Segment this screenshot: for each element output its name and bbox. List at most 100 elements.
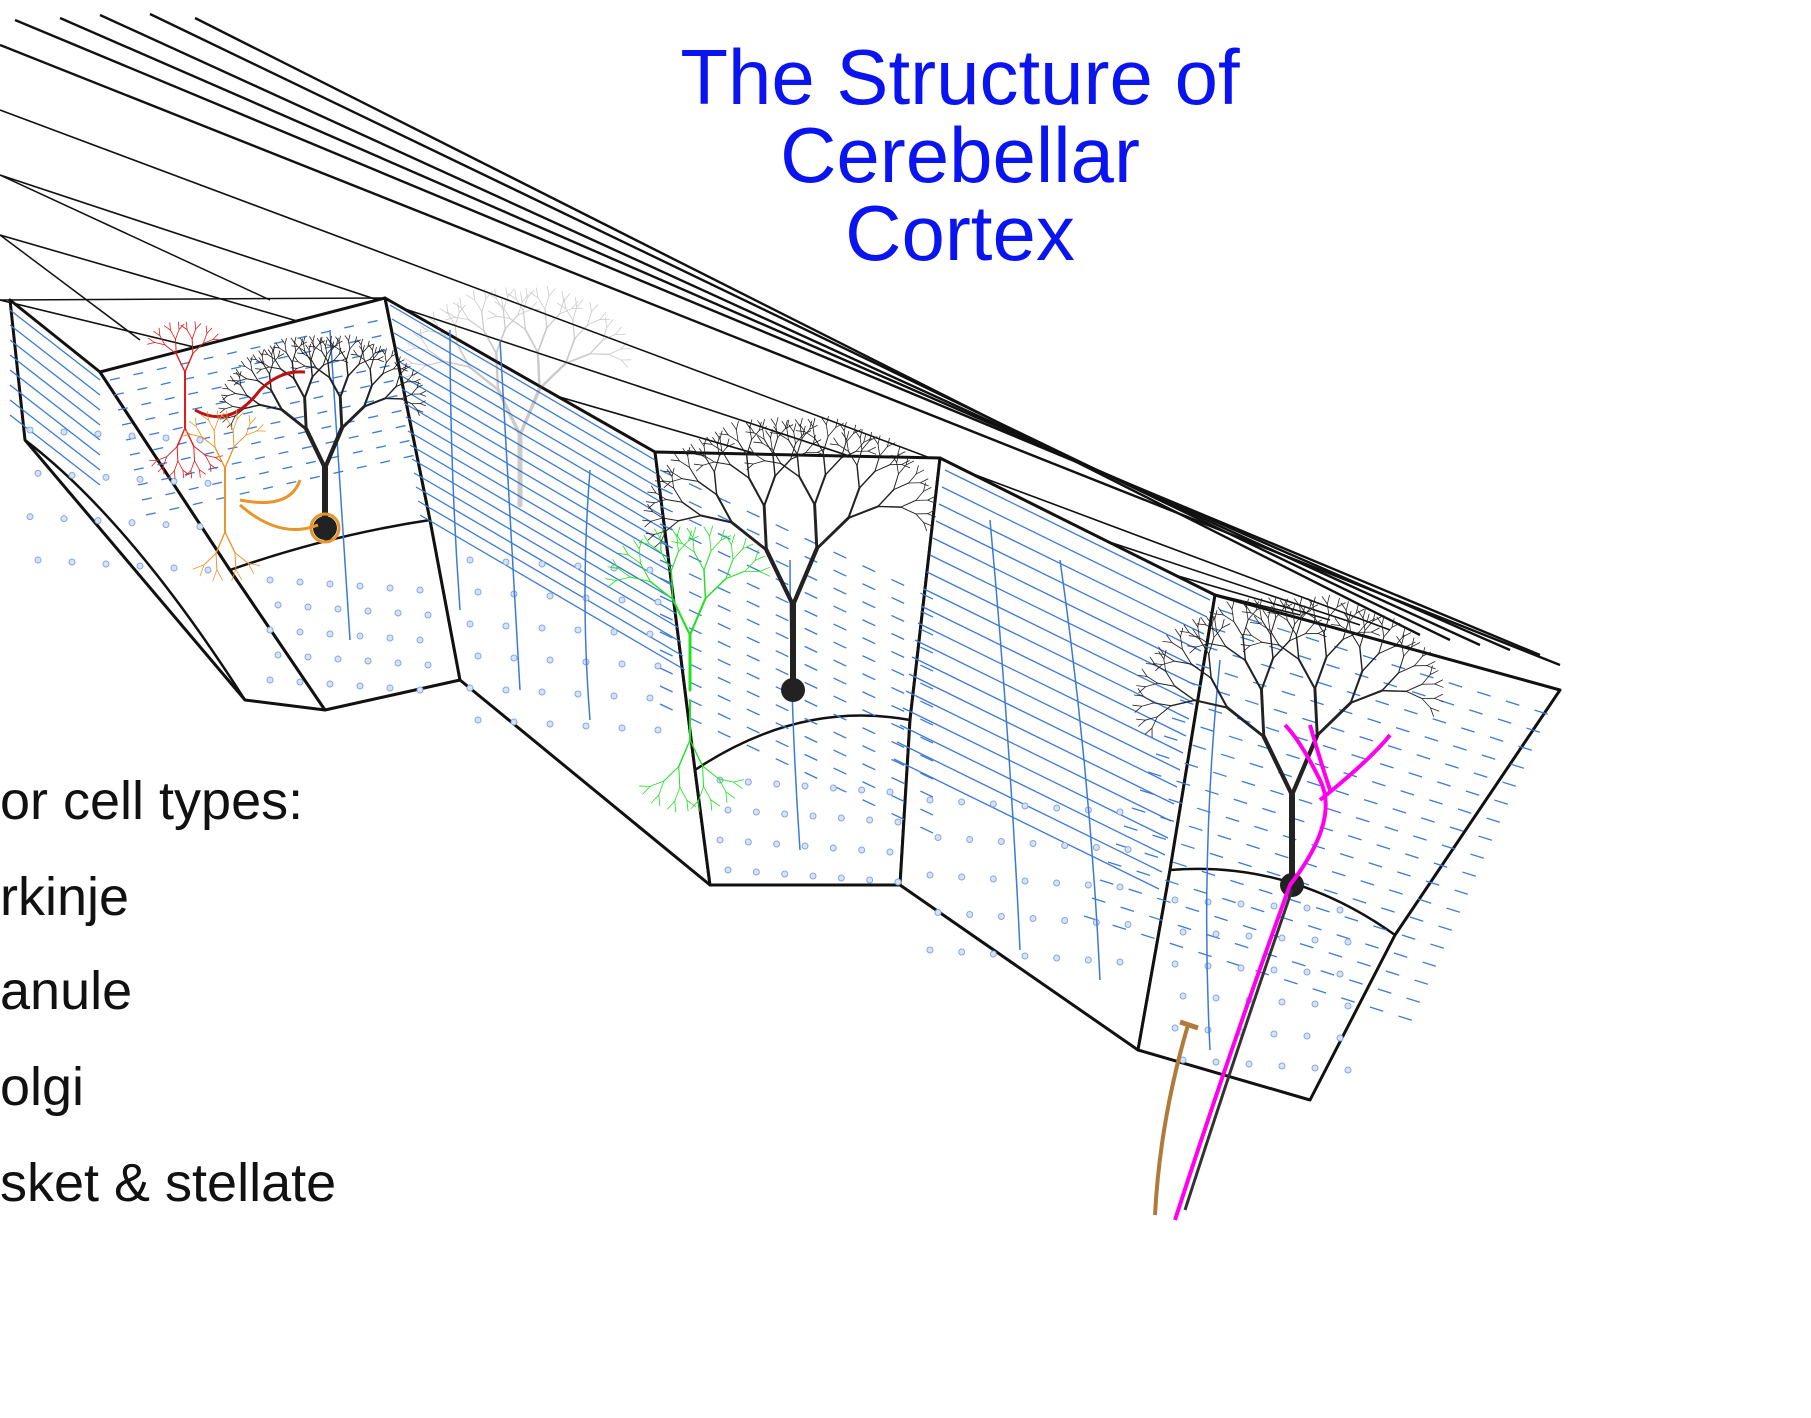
granule-cell [327, 631, 333, 637]
purkinje-dendrite [1335, 618, 1340, 625]
granule-cell [511, 719, 517, 725]
stellate-dendrite [149, 338, 155, 342]
granule-cell [1213, 931, 1219, 937]
granule-cell [1304, 905, 1310, 911]
granule-cell [1205, 963, 1211, 969]
purkinje-dendrite [590, 302, 591, 312]
granule-cell [395, 610, 401, 616]
purkinje-dendrite [572, 301, 578, 308]
granule-cell [1312, 1065, 1318, 1071]
purkinje-dendrite [712, 444, 722, 450]
purkinje-dendrite [1346, 602, 1348, 611]
purkinje-dendrite [750, 428, 752, 440]
purkinje-dendrite [487, 316, 496, 319]
purkinje-dendrite [757, 436, 762, 443]
stellate-dendrite [155, 343, 165, 345]
granule-cell [267, 577, 273, 583]
granule-cell [1312, 937, 1318, 943]
purkinje-dendrite [459, 305, 465, 312]
granule-cell [1271, 967, 1277, 973]
granule-cell [1054, 805, 1060, 811]
stellate-dendrite [147, 343, 154, 345]
granule-cell [859, 787, 865, 793]
granule-cell [1238, 965, 1244, 971]
granule-cell [297, 679, 303, 685]
purkinje-dendrite [473, 291, 474, 301]
purkinje-dendrite [1371, 628, 1379, 632]
purkinje-dendrite [1358, 611, 1363, 618]
stellate-dendrite [154, 331, 160, 335]
granule-cell [935, 910, 941, 916]
purkinje-dendrite [847, 431, 849, 439]
purkinje-dendrite [530, 302, 536, 309]
granule-cell [959, 949, 965, 955]
purkinje-dendrite [699, 439, 704, 446]
purkinje-dendrite [433, 312, 434, 322]
granule-cell [365, 658, 371, 664]
purkinje-soma [781, 678, 805, 702]
cell-type-item-purkinje: rkinje [0, 866, 129, 928]
granule-cell [539, 689, 545, 695]
purkinje-dendrite [453, 303, 461, 308]
purkinje-dendrite [830, 444, 838, 445]
granule-cell [802, 783, 808, 789]
purkinje-dendrite [720, 439, 722, 451]
granule-cell [539, 561, 545, 567]
granule-cell [619, 597, 625, 603]
granule-cell [539, 625, 545, 631]
granule-cell [1125, 922, 1131, 928]
stellate-dendrite [192, 329, 196, 339]
granule-cell [547, 657, 553, 663]
purkinje-dendrite [515, 289, 516, 299]
purkinje-dendrite [510, 318, 525, 329]
stellate-dendrite [164, 326, 170, 330]
granule-cell [935, 835, 941, 841]
purkinje-dendrite [505, 315, 518, 329]
granule-cell [1030, 916, 1036, 922]
purkinje-dendrite [813, 418, 815, 426]
purkinje-dendrite [1371, 632, 1379, 635]
granule-cell [774, 841, 780, 847]
granule-cell [335, 656, 341, 662]
granule-cell [1304, 969, 1310, 975]
purkinje-dendrite [776, 418, 778, 426]
granule-cell [753, 869, 759, 875]
granule-cell [1022, 878, 1028, 884]
stellate-dendrite [170, 323, 171, 330]
granule-cell [503, 687, 509, 693]
purkinje-dendrite [834, 438, 839, 445]
purkinje-dendrite [475, 300, 482, 312]
granule-cell [575, 563, 581, 569]
purkinje-dendrite [860, 430, 862, 438]
granule-cell [365, 608, 371, 614]
granule-cell [1337, 907, 1343, 913]
granule-cell [1172, 897, 1178, 903]
granule-cell [1345, 1067, 1351, 1073]
purkinje-dendrite [771, 419, 776, 426]
page-title: The Structure of Cerebellar Cortex [680, 38, 1240, 272]
purkinje-dendrite [530, 292, 538, 297]
parallel-fiber-line [0, 298, 385, 300]
granule-cell [990, 951, 996, 957]
granule-cell [103, 474, 109, 480]
purkinje-dendrite [860, 438, 862, 450]
purkinje-dendrite [545, 296, 549, 309]
granule-cell [425, 662, 431, 668]
purkinje-dendrite [805, 432, 815, 438]
purkinje-dendrite [795, 420, 800, 427]
granule-cell [357, 583, 363, 589]
purkinje-dendrite [746, 432, 754, 433]
title-line-2: Cerebellar Cortex [680, 116, 1240, 272]
title-line-1: The Structure of [680, 38, 1240, 116]
purkinje-dendrite [856, 442, 864, 451]
granule-cell [205, 480, 211, 486]
purkinje-dendrite [540, 363, 566, 388]
cortex-folds [10, 298, 1560, 1100]
granule-cell [838, 875, 844, 881]
granule-cell [1304, 1033, 1310, 1039]
granule-cell [357, 683, 363, 689]
purkinje-dendrite [762, 419, 764, 427]
granule-cell [782, 871, 788, 877]
granule-cell [387, 585, 393, 591]
granule-cell [575, 627, 581, 633]
